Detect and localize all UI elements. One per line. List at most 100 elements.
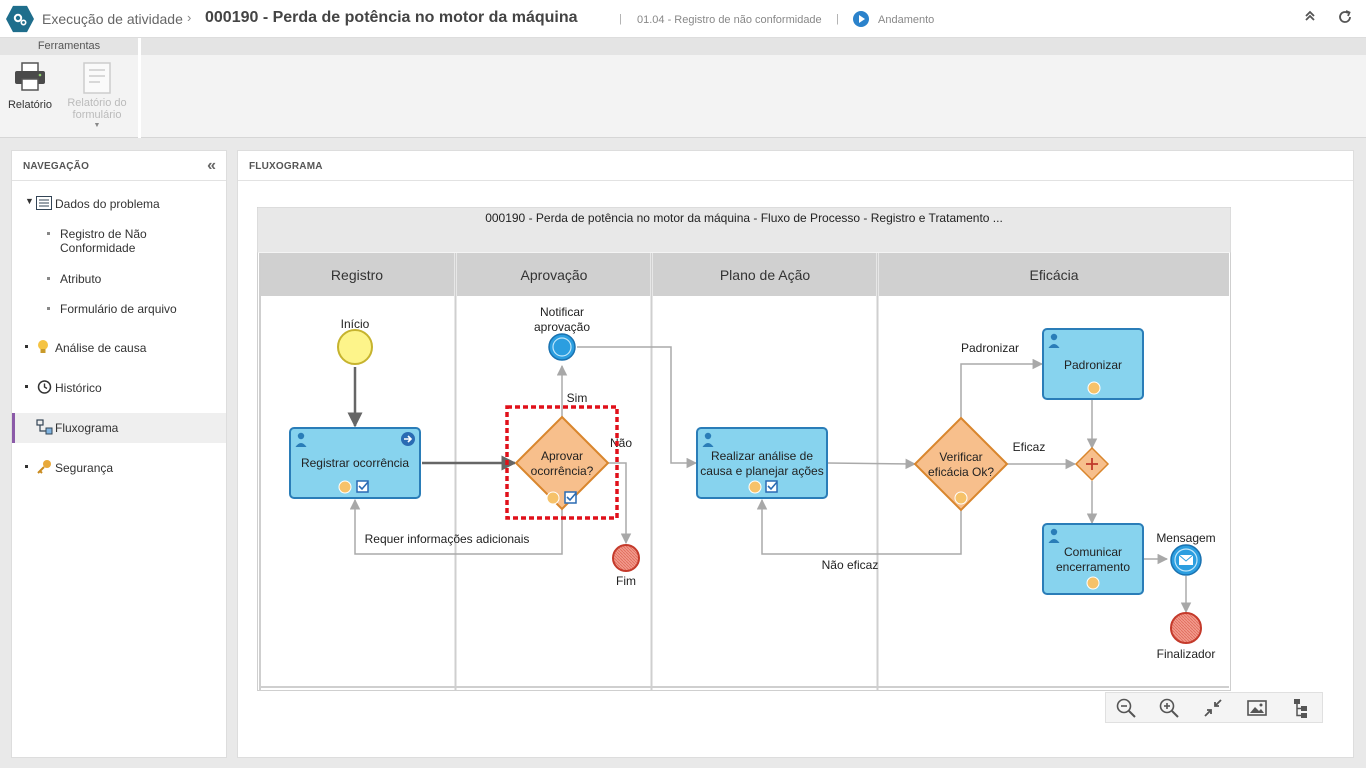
form-report-label: Relatório do [67, 97, 127, 109]
lane-label: Aprovação [521, 267, 588, 283]
export-image-button[interactable] [1246, 697, 1270, 719]
form-badge-icon [546, 491, 560, 505]
diagram-controls [1105, 692, 1323, 723]
flowchart-icon [36, 419, 53, 435]
checkbox-icon [564, 491, 577, 504]
breadcrumb-section[interactable]: Execução de atividade [42, 11, 183, 27]
gateway-label: Verificar [939, 450, 982, 464]
nav-item-label: Dados do problema [55, 197, 160, 211]
user-task-icon [1048, 333, 1060, 348]
lane-header-registro [260, 253, 454, 296]
nav-item-dados-do-problema[interactable]: ▼ Dados do problema [12, 195, 226, 215]
zoom-out-button[interactable] [1115, 697, 1139, 719]
refresh-button[interactable] [1335, 9, 1355, 29]
edge [607, 462, 632, 545]
report-button[interactable]: Relatório [4, 62, 56, 111]
user-task-icon [702, 432, 714, 447]
nav-item-analise-de-causa[interactable]: Análise de causa [12, 339, 226, 359]
lane-label: Registro [331, 267, 383, 283]
key-icon [37, 460, 51, 474]
lane-header-aprovacao [457, 253, 650, 296]
nav-item-fluxograma[interactable]: Fluxograma [12, 413, 226, 443]
nav-item-label: Registro de Não [60, 227, 147, 241]
gateway-label: Aprovar [541, 449, 583, 463]
form-badge-icon [748, 480, 762, 494]
breadcrumb-chevron-icon: › [187, 10, 192, 25]
history-icon [37, 380, 52, 394]
fit-screen-button[interactable] [1202, 697, 1226, 719]
header-divider: | [619, 13, 622, 25]
form-report-icon [83, 62, 111, 94]
nav-item-historico[interactable]: Histórico [12, 379, 226, 399]
arrow-right-circle-icon [401, 432, 415, 446]
edge [349, 498, 563, 555]
gateway-merge[interactable] [1074, 446, 1110, 482]
list-icon [36, 196, 52, 210]
nav-item-label: Atributo [60, 272, 102, 286]
flowchart-panel: FLUXOGRAMA 000190 - Perda de potência no… [237, 150, 1354, 758]
printer-icon [15, 62, 45, 91]
edge-label-padronizar: Padronizar [961, 341, 1019, 355]
process-diagram: 000190 - Perda de potência no motor da m… [257, 207, 1231, 691]
form-badge-icon [1087, 381, 1101, 395]
diagram-tree-button[interactable] [1289, 697, 1313, 719]
process-label: 01.04 - Registro de não conformidade [637, 14, 822, 26]
message-event-mensagem[interactable] [1170, 544, 1202, 576]
page-title: 000190 - Perda de potência no motor da m… [205, 9, 578, 26]
user-task-icon [295, 432, 307, 447]
edge [827, 458, 917, 470]
start-event[interactable] [337, 329, 373, 365]
nav-item-label: Análise de causa [55, 341, 147, 355]
nav-item-label-line2: Conformidade [60, 241, 136, 255]
event-label-line2: aprovação [534, 320, 590, 334]
nav-item-registro-nao-conformidade[interactable]: Registro de Não Conformidade [12, 226, 226, 256]
lane-label: Eficácia [1029, 267, 1078, 283]
caret-down-icon: ▼ [25, 196, 34, 206]
end-event-finalizador[interactable] [1170, 612, 1202, 644]
task-padronizar[interactable] [1042, 328, 1144, 400]
report-label: Relatório [7, 99, 53, 111]
collapse-panel-button[interactable]: « [207, 157, 216, 174]
end-event-label: Fim [616, 574, 636, 588]
lane-header-eficacia [879, 253, 1229, 296]
task-realizar-analise[interactable] [696, 427, 828, 499]
form-badge-icon [338, 480, 352, 494]
task-label-line2: encerramento [1056, 560, 1130, 574]
edge-label-requer: Requer informações adicionais [365, 532, 530, 546]
image-icon [1247, 700, 1267, 716]
gateway-aprovar-ocorrencia[interactable] [514, 415, 610, 511]
app-logo-icon [6, 5, 34, 33]
diagram-title: 000190 - Perda de potência no motor da m… [485, 211, 1003, 225]
event-label: Mensagem [1156, 531, 1215, 545]
nav-item-atributo[interactable]: Atributo [12, 271, 226, 291]
edge-label-nao: Não [610, 436, 632, 450]
toolbar-group-label: Ferramentas [0, 38, 138, 55]
form-badge-icon [954, 491, 968, 505]
toolbar: Ferramentas Relatório Relatório do formu… [0, 38, 1366, 138]
nav-item-formulario-de-arquivo[interactable]: Formulário de arquivo [12, 301, 226, 321]
nav-item-label: Formulário de arquivo [60, 302, 177, 316]
header-bar: Execução de atividade › 000190 - Perda d… [0, 0, 1366, 38]
collapse-header-button[interactable] [1300, 9, 1320, 29]
zoom-in-button[interactable] [1158, 697, 1182, 719]
message-event-notificar[interactable] [548, 333, 576, 361]
play-status-icon [853, 11, 869, 27]
nav-item-seguranca[interactable]: Segurança [12, 459, 226, 479]
nav-item-label: Segurança [55, 461, 114, 475]
task-comunicar-encerramento[interactable] [1042, 523, 1144, 595]
task-registrar-ocorrencia[interactable] [289, 427, 421, 499]
dropdown-caret-icon: ▼ [93, 122, 101, 129]
checkbox-icon [765, 480, 778, 493]
edge-label-sim: Sim [567, 391, 588, 405]
end-event-fim[interactable] [612, 544, 640, 572]
edge [577, 346, 698, 469]
edge [960, 358, 1044, 418]
gateway-verificar-eficacia[interactable] [913, 416, 1009, 512]
form-badge-icon [1086, 576, 1100, 590]
task-label: Padronizar [1064, 358, 1122, 372]
task-label-line2: causa e planejar ações [700, 464, 823, 478]
edge-label-eficaz: Eficaz [1013, 440, 1046, 454]
navigation-panel: NAVEGAÇÃO « ▼ Dados do problema Registro… [11, 150, 227, 758]
form-report-button[interactable]: Relatório do formulário ▼ [64, 62, 130, 131]
flowchart-title: FLUXOGRAMA [238, 151, 1353, 181]
